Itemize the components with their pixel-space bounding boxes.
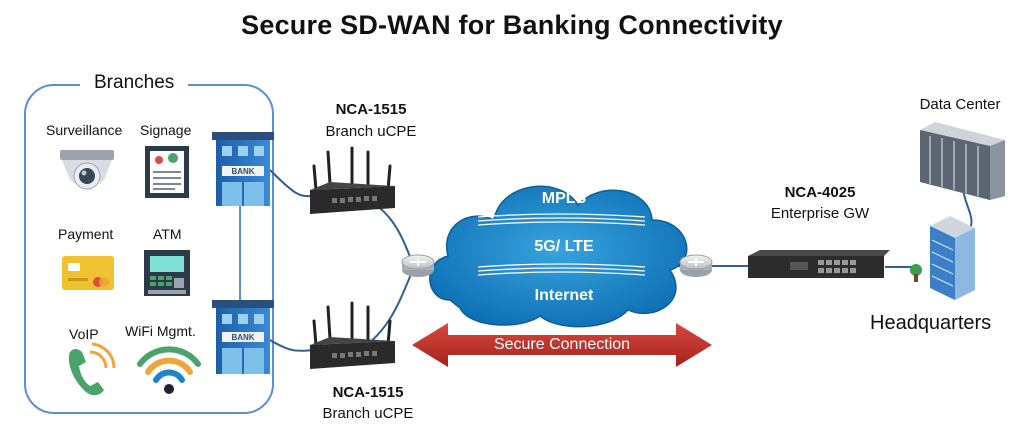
branches-title: Branches — [80, 72, 189, 94]
camera-icon — [60, 150, 114, 190]
ucpe-device-top-icon — [310, 146, 395, 214]
router-left-icon — [401, 254, 435, 277]
gateway-appliance-icon — [748, 250, 890, 278]
wan-cloud — [429, 185, 688, 328]
ucpe-device-bottom-icon — [310, 301, 395, 369]
atm-label: ATM — [153, 226, 182, 242]
headquarters-label: Headquarters — [870, 312, 992, 334]
diagram-title: Secure SD-WAN for Banking Connectivity — [241, 10, 783, 40]
cloud-link-mpls: MPLS — [541, 190, 587, 207]
voip-label: VoIP — [69, 326, 99, 342]
secure-connection-arrow — [412, 323, 712, 367]
router-right-icon — [679, 254, 713, 277]
atm-icon — [144, 250, 190, 296]
gateway-model: NCA-4025 — [784, 184, 856, 201]
surveillance-label: Surveillance — [46, 122, 123, 138]
secure-connection-label: Secure Connection — [493, 336, 631, 353]
signage-icon — [145, 146, 189, 198]
bank-building-top — [212, 132, 274, 206]
payment-label: Payment — [58, 226, 114, 242]
credit-card-icon — [62, 256, 114, 290]
data-center-icon — [920, 122, 1005, 200]
headquarters-building-icon — [910, 216, 975, 300]
bank-sign-top: BANK — [231, 167, 254, 176]
ucpe-bottom-role: Branch uCPE — [322, 405, 414, 422]
data-center-label: Data Center — [919, 96, 1001, 113]
wifi-icon — [137, 346, 201, 394]
cloud-link-5g-lte: 5G/ LTE — [534, 238, 594, 255]
gateway-role: Enterprise GW — [770, 205, 870, 222]
wifi-mgmt-label: WiFi Mgmt. — [125, 323, 196, 339]
bank-sign-bottom: BANK — [231, 333, 254, 342]
phone-icon — [68, 342, 116, 396]
cloud-link-internet: Internet — [534, 287, 594, 304]
ucpe-bottom-model: NCA-1515 — [332, 384, 404, 401]
ucpe-top-model: NCA-1515 — [335, 101, 407, 118]
signage-label: Signage — [140, 122, 192, 138]
bank-building-bottom — [212, 300, 274, 374]
ucpe-top-role: Branch uCPE — [325, 123, 417, 140]
